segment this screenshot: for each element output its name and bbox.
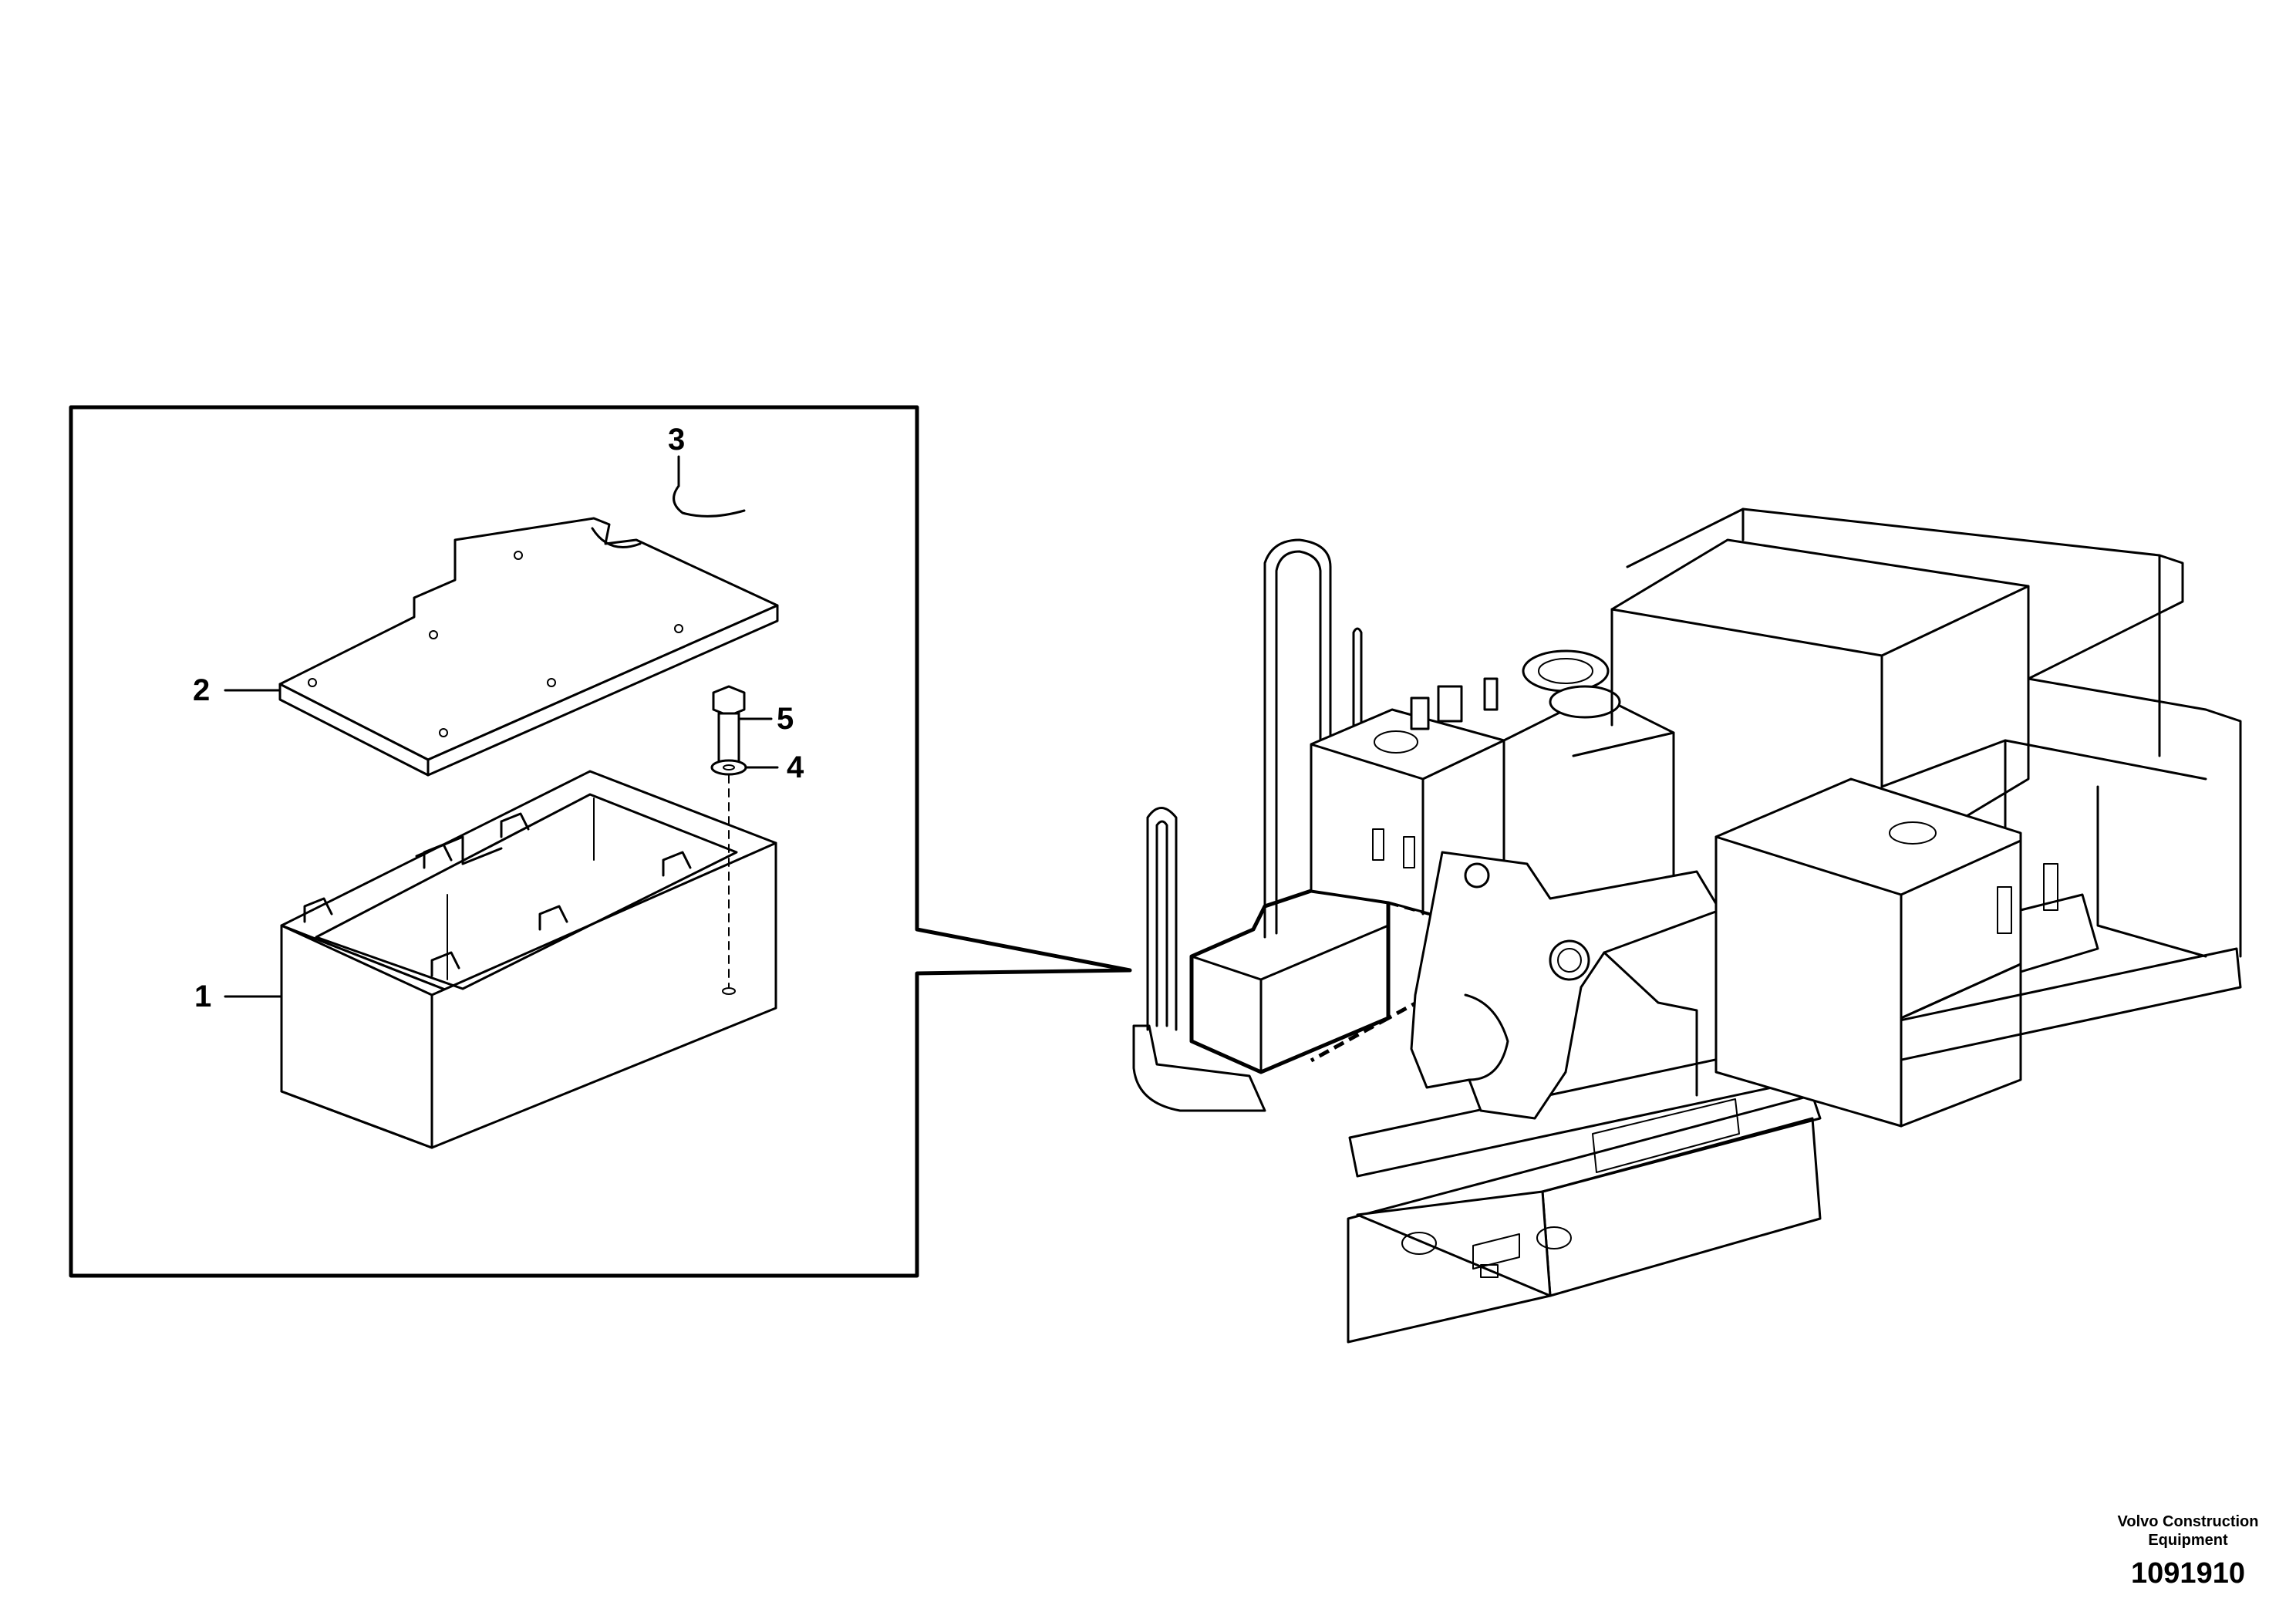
detail-frame — [69, 405, 1132, 1278]
cover-plate — [278, 517, 779, 777]
callout-1: 1 — [194, 980, 211, 1013]
drawing-footer: Volvo Construction Equipment 1091910 — [2095, 1512, 2281, 1591]
brand-line-2: Equipment — [2148, 1532, 2228, 1549]
callout-3: 3 — [668, 423, 685, 457]
brand-line-1: Volvo Construction — [2117, 1513, 2259, 1530]
battery-box — [280, 770, 777, 1149]
bolt — [712, 685, 746, 768]
drawing-number: 1091910 — [2131, 1557, 2245, 1590]
clip — [673, 484, 746, 518]
washer — [710, 759, 747, 776]
callout-2: 2 — [193, 673, 210, 707]
callout-5: 5 — [777, 702, 794, 736]
callout-4: 4 — [787, 750, 804, 784]
machine-upper-frame — [1132, 508, 2242, 1344]
